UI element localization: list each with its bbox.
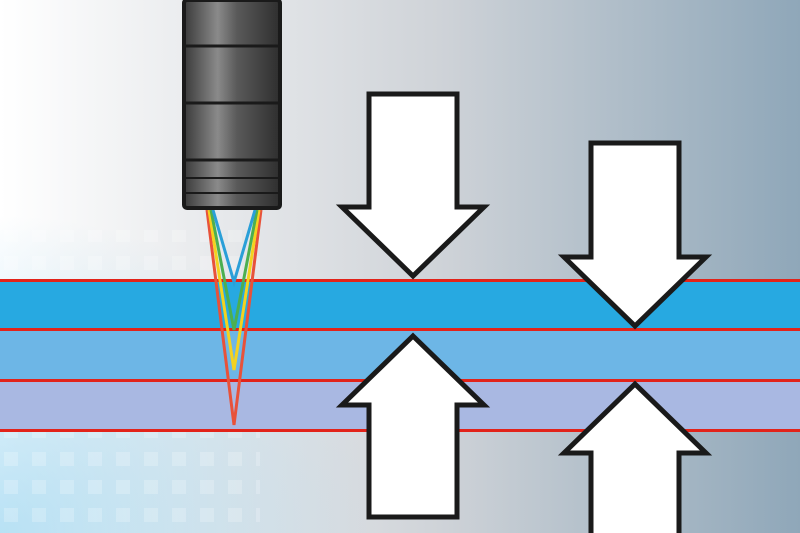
arrow-down-icon (557, 140, 713, 330)
beam-green (209, 209, 259, 331)
beam-red (205, 209, 263, 426)
beam-yellow (207, 209, 261, 371)
confocal-chromatic-probe-icon (182, 0, 282, 210)
arrow-down-icon (335, 91, 491, 280)
interface-line-upper-middle (0, 328, 800, 331)
chromatic-light-cone (205, 209, 263, 426)
arrow-up-icon (557, 380, 713, 533)
arrow-up-icon (335, 332, 491, 520)
interface-line-top (0, 279, 800, 282)
compression-arrows (335, 91, 713, 533)
top-layer (0, 281, 800, 330)
beam-blue (211, 209, 257, 288)
